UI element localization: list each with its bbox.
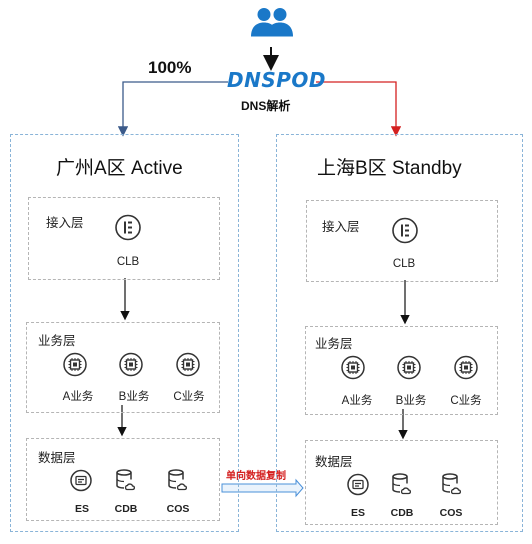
- region-a-title: 广州A区 Active: [56, 158, 183, 179]
- region-a-service-b-label: B业务: [118, 391, 150, 403]
- region-b-cdb-label: CDB: [390, 507, 414, 519]
- region-b: [276, 134, 523, 532]
- region-b-es-label: ES: [350, 507, 366, 519]
- region-b-data-layer: [305, 440, 498, 525]
- clb-icon: [113, 213, 143, 248]
- dns-to-region-b-arrow: [316, 81, 402, 137]
- region-a-service-a-label: A业务: [62, 391, 94, 403]
- region-b-cos-label: COS: [439, 507, 463, 519]
- region-a-access-layer-title: 接入层: [46, 216, 84, 230]
- es-icon: [69, 469, 93, 498]
- database-icon: [113, 468, 139, 499]
- replication-label: 单向数据复制: [226, 471, 286, 482]
- traffic-percent: 100%: [148, 58, 192, 77]
- dns-to-region-a-arrow: [117, 81, 228, 137]
- region-a-service-c-label: C业务: [173, 391, 205, 403]
- region-b-service-c-label: C业务: [450, 395, 482, 407]
- region-a: [10, 134, 239, 532]
- region-a-cos-label: COS: [166, 503, 190, 515]
- cloud-storage-icon: [165, 468, 191, 499]
- es-icon: [346, 473, 370, 502]
- cpu-chip-icon: [453, 355, 479, 386]
- region-b-clb-label: CLB: [392, 258, 416, 270]
- region-b-business-layer-title: 业务层: [315, 337, 353, 351]
- region-a-data-layer-title: 数据层: [38, 451, 76, 465]
- region-b-service-a-label: A业务: [341, 395, 373, 407]
- region-a-data-layer: [26, 438, 220, 521]
- region-a-es-label: ES: [74, 503, 90, 515]
- dns-label: DNS解析: [241, 99, 291, 113]
- region-a-access-layer: [28, 197, 220, 280]
- region-b-business-layer: [305, 326, 498, 415]
- region-b-title: 上海B区 Standby: [317, 158, 462, 179]
- clb-icon: [390, 216, 420, 251]
- cpu-chip-icon: [396, 355, 422, 386]
- region-b-access-layer: [306, 200, 498, 282]
- cpu-chip-icon: [175, 352, 201, 383]
- cloud-storage-icon: [439, 472, 465, 503]
- region-a-business-layer: [26, 322, 220, 413]
- database-icon: [389, 472, 415, 503]
- replication-arrow: [221, 478, 304, 498]
- region-b-service-b-label: B业务: [395, 395, 427, 407]
- region-b-access-layer-title: 接入层: [322, 220, 360, 234]
- region-a-cdb-label: CDB: [114, 503, 138, 515]
- region-b-data-layer-title: 数据层: [315, 455, 353, 469]
- cpu-chip-icon: [62, 352, 88, 383]
- cpu-chip-icon: [118, 352, 144, 383]
- users-icon: [248, 7, 296, 44]
- dnspod-logo: DNSPOD: [227, 68, 327, 92]
- region-a-business-layer-title: 业务层: [38, 334, 76, 348]
- region-a-clb-label: CLB: [116, 256, 140, 268]
- cpu-chip-icon: [340, 355, 366, 386]
